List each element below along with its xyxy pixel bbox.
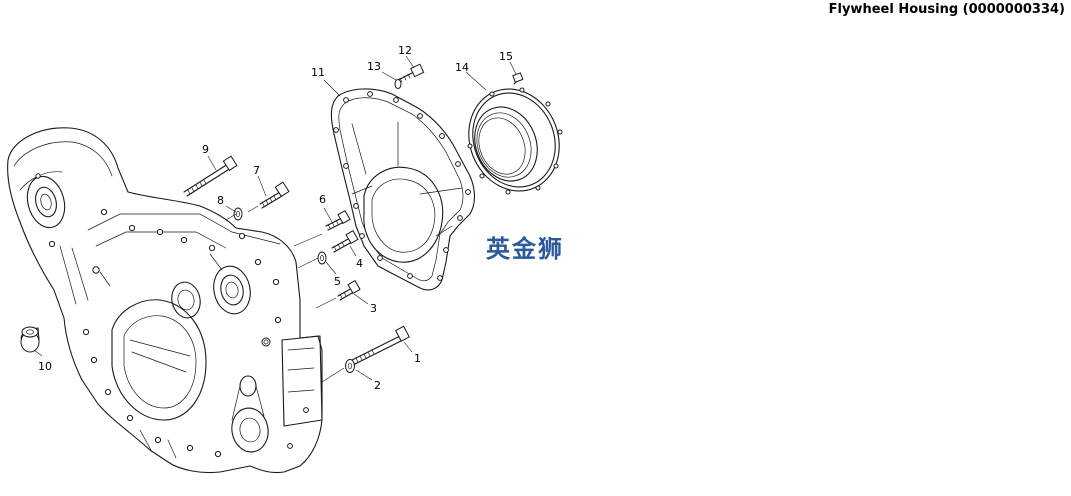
callout-leaders <box>33 55 517 381</box>
washer-13 <box>394 79 402 89</box>
alignment-lines <box>225 205 345 383</box>
callout-6: 6 <box>319 193 326 206</box>
page-title: Flywheel Housing (0000000334) <box>828 2 1065 17</box>
callout-3: 3 <box>370 302 377 315</box>
callout-11: 11 <box>311 66 325 79</box>
callout-4: 4 <box>356 257 363 270</box>
screw-15 <box>512 72 524 85</box>
bolt-3 <box>337 279 361 301</box>
callout-13: 13 <box>367 60 381 73</box>
callout-8: 8 <box>217 194 224 207</box>
flywheel-housing-casting <box>7 127 323 474</box>
callout-9: 9 <box>202 143 209 156</box>
washer-8 <box>233 207 243 221</box>
bolt-7 <box>259 181 290 209</box>
cover-plate <box>330 88 476 291</box>
callout-5: 5 <box>334 275 341 288</box>
watermark-text: 英金狮 <box>486 235 564 263</box>
callout-15: 15 <box>499 50 513 63</box>
plug-10 <box>20 326 40 353</box>
bolt-4 <box>331 229 359 253</box>
bolt-6 <box>325 209 351 231</box>
rear-seal-ring <box>467 87 563 195</box>
callout-1: 1 <box>414 352 421 365</box>
bolt-1 <box>351 325 410 365</box>
washer-5 <box>317 251 327 265</box>
callout-12: 12 <box>398 44 412 57</box>
callout-7: 7 <box>253 164 260 177</box>
washer-2 <box>345 359 355 373</box>
screw-12 <box>397 63 425 83</box>
callout-2: 2 <box>374 379 381 392</box>
bolt-9 <box>183 155 238 197</box>
callout-10: 10 <box>38 360 52 373</box>
callout-14: 14 <box>455 61 469 74</box>
